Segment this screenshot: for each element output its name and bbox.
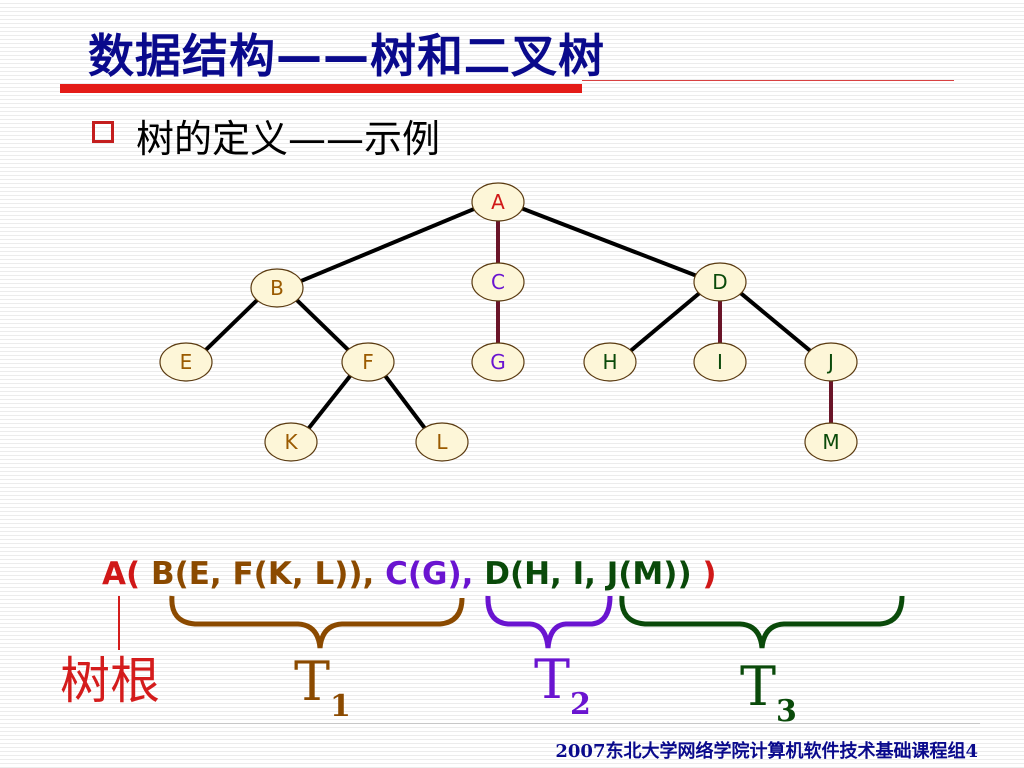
subtree-label-t2: T2 (534, 653, 591, 720)
node-label-A: A (491, 190, 505, 214)
node-label-M: M (822, 430, 839, 454)
node-ellipse-M (804, 422, 858, 462)
node-ellipse-H (583, 342, 637, 382)
node-label-G: G (490, 350, 506, 374)
title-underline-thin (582, 80, 954, 81)
expr-subtree-3: D(H, I, J(M)) (473, 556, 692, 592)
tree-expression: A( B(E, F(K, L)), C(G), D(H, I, J(M)) ) (102, 556, 717, 592)
tree-node-K: K (264, 422, 318, 462)
node-ellipse-I (693, 342, 747, 382)
t2-subscript: 2 (570, 687, 591, 722)
edge-D-J (738, 291, 813, 353)
subtree-label-t3: T3 (740, 660, 797, 727)
tree-node-G: G (471, 342, 525, 382)
subtree-label-t1: T1 (294, 655, 351, 722)
t1-letter: T (294, 650, 331, 713)
bullet-text: 树的定义——示例 (136, 117, 441, 161)
t1-subscript: 1 (330, 689, 351, 724)
tree-node-I: I (693, 342, 747, 382)
node-label-K: K (284, 430, 298, 454)
node-label-C: C (491, 270, 505, 294)
node-label-L: L (436, 430, 448, 454)
footer-text: 2007东北大学网络学院计算机软件技术基础课程组4 (555, 741, 978, 762)
node-ellipse-J (804, 342, 858, 382)
node-label-E: E (180, 350, 193, 374)
node-ellipse-C (471, 262, 525, 302)
title-underline-red (60, 84, 582, 93)
node-ellipse-E (159, 342, 213, 382)
brace-t2 (485, 595, 613, 649)
root-label: 树根 (60, 652, 160, 710)
tree-node-E: E (159, 342, 213, 382)
root-pointer-line (118, 596, 120, 650)
node-ellipse-B (250, 268, 304, 308)
expr-close: ) (691, 556, 717, 592)
edge-A-D (520, 206, 698, 278)
node-ellipse-F (341, 342, 395, 382)
edge-B-E (203, 297, 260, 353)
tree-node-H: H (583, 342, 637, 382)
t3-subscript: 3 (776, 694, 797, 729)
node-label-I: I (717, 350, 723, 374)
edge-F-L (383, 374, 427, 430)
node-ellipse-G (471, 342, 525, 382)
node-ellipse-D (693, 262, 747, 302)
tree-edges (203, 206, 833, 431)
tree-node-L: L (415, 422, 469, 462)
tree-node-C: C (471, 262, 525, 302)
edge-D-H (628, 291, 702, 353)
node-label-F: F (362, 350, 374, 374)
tree-node-J: J (804, 342, 858, 382)
node-label-D: D (712, 270, 727, 294)
edge-B-F (294, 297, 351, 353)
node-label-H: H (602, 350, 617, 374)
tree-node-D: D (693, 262, 747, 302)
brace-t3 (619, 595, 905, 649)
slide-title: 数据结构——树和二叉树 (88, 29, 605, 83)
edge-F-K (306, 373, 353, 431)
node-ellipse-K (264, 422, 318, 462)
tree-node-B: B (250, 268, 304, 308)
square-bullet-icon (92, 121, 114, 143)
expr-root: A( (102, 556, 141, 592)
footer-divider (70, 723, 980, 724)
tree-node-M: M (804, 422, 858, 462)
t2-letter: T (534, 648, 571, 711)
node-label-B: B (270, 276, 284, 300)
expr-subtree-2: C(G), (374, 556, 474, 592)
tree-nodes: A B C D E F G H I J K L M (159, 182, 858, 462)
t3-letter: T (740, 655, 777, 718)
expr-subtree-1: B(E, F(K, L)), (140, 556, 375, 592)
tree-diagram: A B C D E F G H I J K L M (159, 182, 858, 462)
node-ellipse-A (471, 182, 525, 222)
brace-t1 (169, 595, 465, 649)
node-ellipse-L (415, 422, 469, 462)
edge-A-B (299, 206, 476, 284)
node-label-J: J (826, 350, 834, 374)
tree-node-A: A (471, 182, 525, 222)
tree-node-F: F (341, 342, 395, 382)
